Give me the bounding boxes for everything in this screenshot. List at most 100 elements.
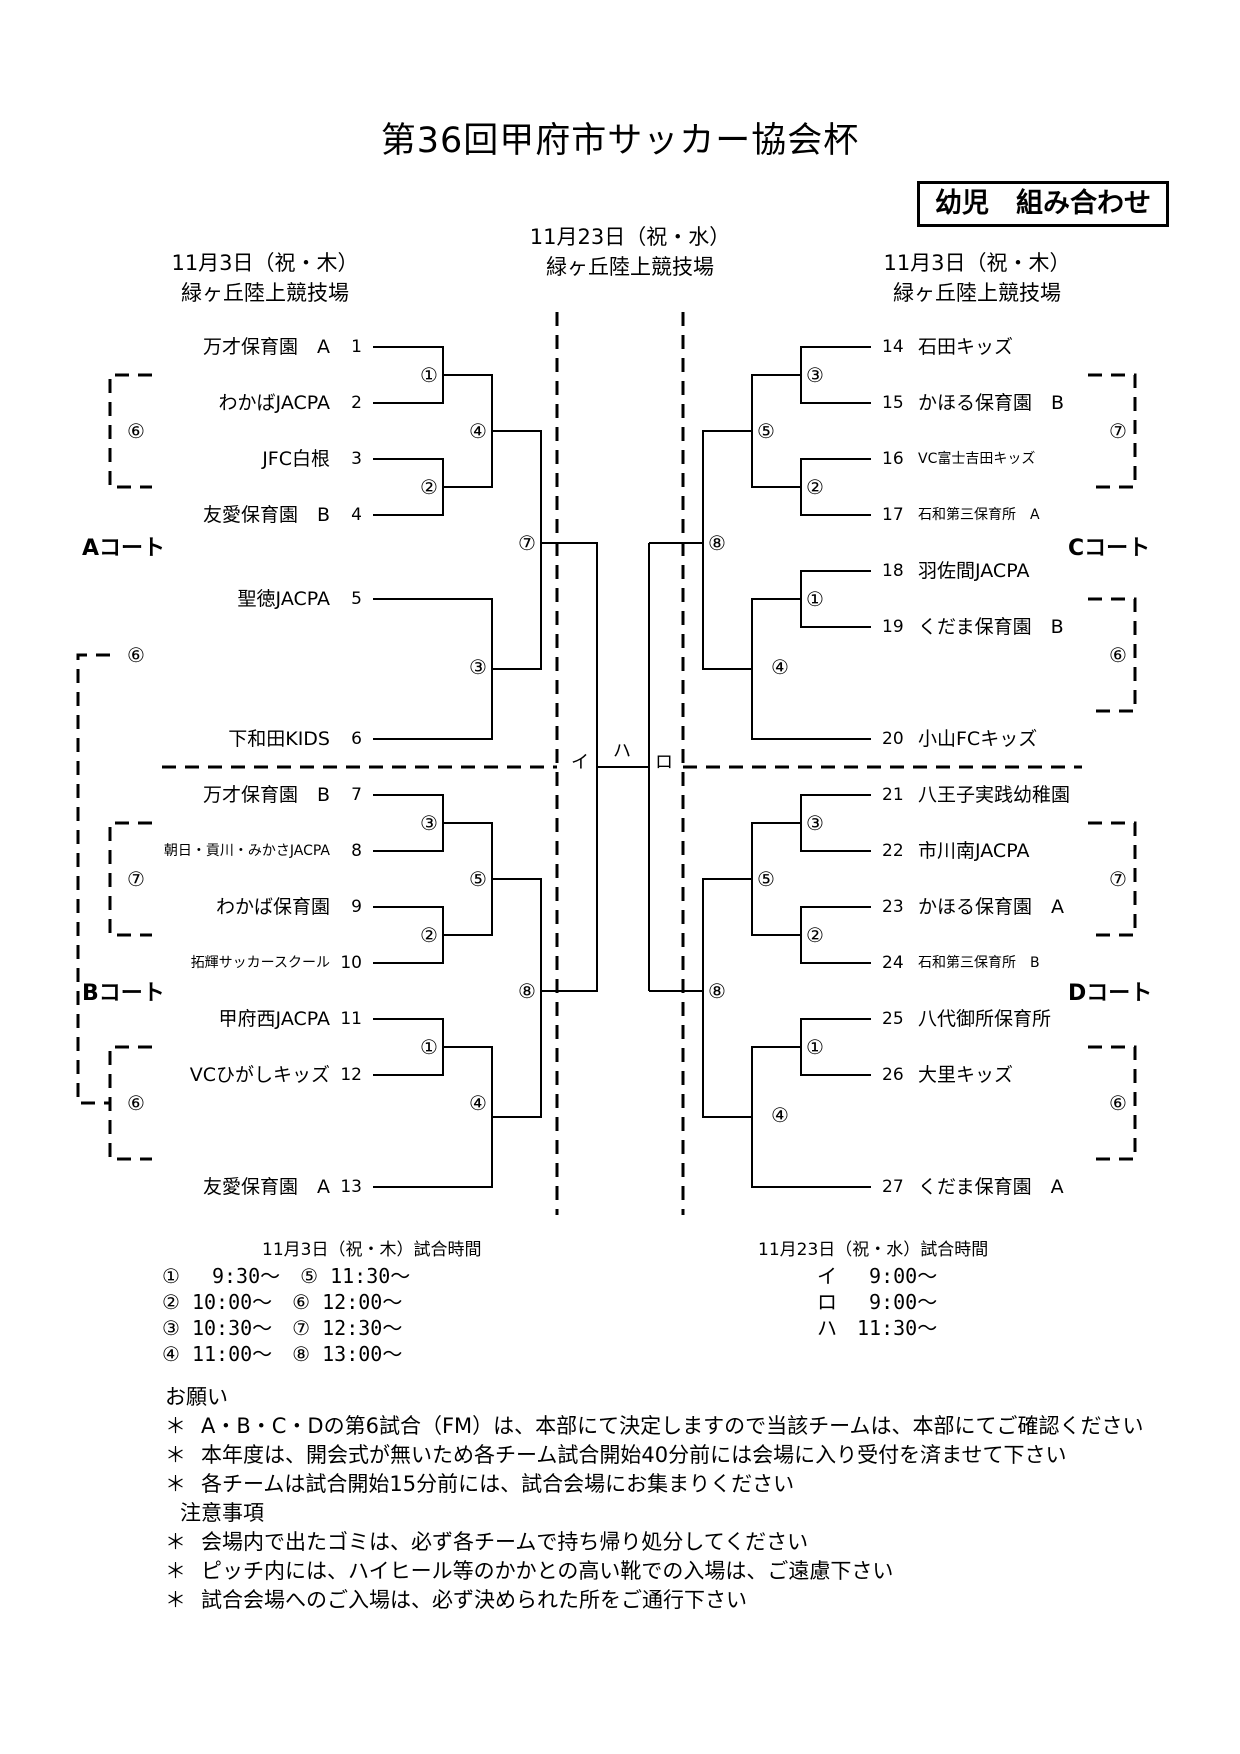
team-name: 友愛保育園 A <box>203 1176 330 1198</box>
match-mark-a4: ④ <box>469 419 487 443</box>
line-match-b4 <box>373 1046 493 1188</box>
note-request: ＊本年度は、開会式が無いため各チーム試合開始40分前には会場に入り受付を済ませて… <box>165 1441 1066 1470</box>
team-number: 13 <box>340 1177 362 1197</box>
bullet-star: ＊ <box>165 1559 186 1583</box>
match-mark-d8: ⑧ <box>708 979 726 1003</box>
team-name: 羽佐間JACPA <box>918 560 1030 582</box>
fm-bracket-ab <box>76 653 110 1105</box>
match-mark-a3: ③ <box>469 655 487 679</box>
team-name: 万才保育園 B <box>202 784 330 806</box>
team-name: 石和第三保育所 B <box>918 955 1040 971</box>
match-mark-a7: ⑦ <box>518 531 536 555</box>
schedule-nov3-row: ① 9:30～ ⑤ 11:30～ <box>162 1264 411 1288</box>
team-number: 19 <box>882 617 904 637</box>
team-number: 24 <box>882 953 904 973</box>
note-request-text: A・B・C・Dの第6試合（FM）は、本部にて決定しますので当該チームは、本部にて… <box>201 1414 1144 1438</box>
match-mark-a6: ⑥ <box>127 419 145 443</box>
note-request: ＊ 各チームは試合開始15分前には、試合会場にお集まりください <box>165 1470 794 1499</box>
line-match-b8 <box>492 878 542 1118</box>
court-d-label: Dコート <box>1068 981 1153 1006</box>
team-number: 12 <box>340 1065 362 1085</box>
venue-left: 11月3日（祝・木） 緑ヶ丘陸上競技場 <box>150 248 380 308</box>
team-number: 9 <box>351 897 362 917</box>
match-mark-a2: ② <box>420 475 438 499</box>
schedule-nov3-row: ③ 10:30～ ⑦ 12:30～ <box>162 1316 403 1340</box>
match-mark-ab6: ⑥ <box>127 643 145 667</box>
team-name: わかば保育園 <box>215 896 330 918</box>
team-name: 市川南JACPA <box>918 840 1030 862</box>
match-mark-b6: ⑥ <box>127 1091 145 1115</box>
venue-center-place: 緑ヶ丘陸上競技場 <box>546 255 714 279</box>
fm-bracket-d7 <box>1088 821 1137 937</box>
line-match-d8 <box>702 878 752 1118</box>
match-mark-a1: ① <box>420 363 438 387</box>
match-mark-b4: ④ <box>469 1091 487 1115</box>
match-mark-b5: ⑤ <box>469 867 487 891</box>
team-name: JFC白根 <box>262 448 330 470</box>
note-request-text: 各チームは試合開始15分前には、試合会場にお集まりください <box>201 1472 795 1496</box>
team-name: 下和田KIDS <box>228 728 330 750</box>
team-name: 朝日・貢川・みかさJACPA <box>163 843 330 859</box>
team-number: 26 <box>882 1065 904 1085</box>
team-number: 25 <box>882 1009 904 1029</box>
team-number: 10 <box>340 953 362 973</box>
team-number: 2 <box>351 393 362 413</box>
match-mark-b8: ⑧ <box>518 979 536 1003</box>
category-box: 幼児 組み合わせ <box>917 181 1169 227</box>
note-caution: ＊試合会場へのご入場は、必ず決められた所をご通行下さい <box>165 1586 747 1615</box>
match-mark-d7: ⑦ <box>1109 867 1127 891</box>
team-number: 7 <box>351 785 362 805</box>
team-name: 小山FCキッズ <box>918 728 1038 750</box>
team-number: 4 <box>351 505 362 525</box>
match-mark-c5: ⑤ <box>757 419 775 443</box>
match-mark-b2: ② <box>420 923 438 947</box>
team-name: VC富士吉田キッズ <box>918 451 1036 467</box>
team-number: 14 <box>882 337 904 357</box>
team-number: 6 <box>351 729 362 749</box>
team-name: 石田キッズ <box>918 336 1014 358</box>
match-mark-c1: ① <box>806 587 824 611</box>
team-number: 3 <box>351 449 362 469</box>
match-mark-d5: ⑤ <box>757 867 775 891</box>
final-mark-ha: ハ <box>613 741 631 762</box>
venue-right-date: 11月3日（祝・木） <box>883 251 1071 275</box>
team-name: 大里キッズ <box>918 1064 1014 1086</box>
fm-bracket-c6 <box>1088 597 1137 713</box>
bullet-star: ＊ <box>165 1472 186 1496</box>
notes-heading-request: お願い <box>165 1385 228 1409</box>
match-mark-b3: ③ <box>420 811 438 835</box>
note-caution: ＊会場内で出たゴミは、必ず各チームで持ち帰り処分してください <box>165 1528 808 1557</box>
match-mark-b1: ① <box>420 1035 438 1059</box>
note-request: ＊A・B・C・Dの第6試合（FM）は、本部にて決定しますので当該チームは、本部に… <box>165 1412 1144 1441</box>
team-number: 16 <box>882 449 904 469</box>
schedule-nov3-row: ② 10:00～ ⑥ 12:00～ <box>162 1290 403 1314</box>
venue-right-place: 緑ヶ丘陸上競技場 <box>893 281 1061 305</box>
team-number: 23 <box>882 897 904 917</box>
team-name: 石和第三保育所 A <box>918 507 1040 523</box>
schedule-nov3-row: ④ 11:00～ ⑧ 13:00～ <box>162 1342 403 1366</box>
venue-center: 11月23日（祝・水） 緑ヶ丘陸上競技場 <box>515 222 745 282</box>
note-request-text: 本年度は、開会式が無いため各チーム試合開始40分前には会場に入り受付を済ませて下… <box>201 1443 1067 1467</box>
final-mark-i: イ <box>571 752 589 773</box>
court-c-label: Cコート <box>1068 536 1151 561</box>
team-name: 八王子実践幼稚園 <box>918 784 1071 806</box>
schedule-nov23-row: ハ 11:30～ <box>817 1316 938 1340</box>
note-caution-text: ピッチ内には、ハイヒール等のかかとの高い靴での入場は、ご遠慮下さい <box>201 1559 894 1583</box>
team-number: 17 <box>882 505 904 525</box>
team-number: 11 <box>340 1009 362 1029</box>
match-mark-d2: ② <box>806 923 824 947</box>
venue-left-place: 緑ヶ丘陸上競技場 <box>181 281 349 305</box>
fm-bracket-b7 <box>108 821 152 937</box>
team-number: 20 <box>882 729 904 749</box>
team-number: 27 <box>882 1177 904 1197</box>
fm-bracket-c7 <box>1088 373 1137 489</box>
fm-bracket-d6 <box>1088 1045 1137 1161</box>
final-mark-ro: ロ <box>655 752 673 773</box>
match-mark-c4: ④ <box>771 655 789 679</box>
notes-heading-caution: 注意事項 <box>180 1501 264 1525</box>
team-number: 18 <box>882 561 904 581</box>
match-mark-c8: ⑧ <box>708 531 726 555</box>
team-name: くだま保育園 A <box>918 1176 1064 1198</box>
match-mark-c2: ② <box>806 475 824 499</box>
